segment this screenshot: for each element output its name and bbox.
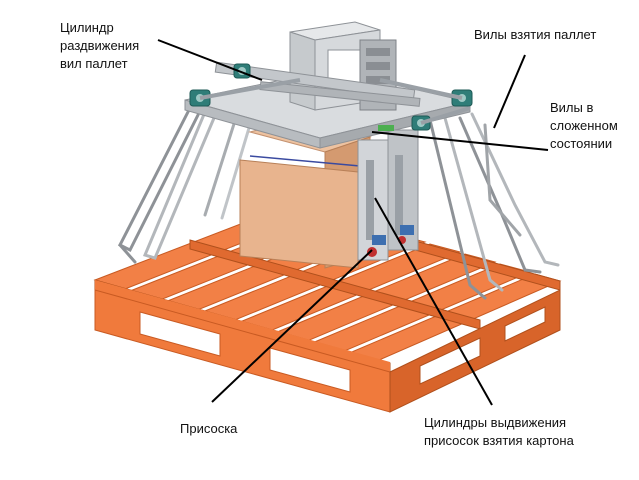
label-pallet-forks-line-1: Вилы взятия паллет [474,27,597,42]
vertical-cylinders [357,129,419,261]
top-frame [184,21,473,149]
leader-cylinders-extend [374,197,493,406]
leader-suction-cup [211,249,373,403]
label-suction-cup: Присоска [180,420,237,438]
label-cylinders-extend-line-2: присосок взятия картона [424,433,574,448]
label-cylinder-spread-line-1: Цилиндр [60,20,114,35]
suction-cup-icon [367,247,377,257]
leader-forks-folded [371,131,549,151]
label-cylinder-spread-line-3: вил паллет [60,56,128,71]
leader-lines [157,39,549,406]
leader-cylinder-spread [157,39,263,81]
label-cylinder-spread-line-2: раздвижения [60,38,140,53]
label-forks-folded-line-1: Вилы в [550,100,594,115]
label-cylinder-spread: Цилиндр раздвижения вил паллет [60,19,139,73]
label-suction-cup-line-1: Присоска [180,421,238,436]
label-cylinders-extend: Цилиндры выдвижения присосок взятия карт… [424,414,574,450]
label-forks-folded-line-2: сложенном [550,118,618,133]
label-forks-folded-line-3: состоянии [550,136,613,151]
label-forks-folded: Вилы в сложенном состоянии [550,99,618,153]
label-cylinders-extend-line-1: Цилиндры выдвижения [424,415,567,430]
pallet-front-face [94,280,561,413]
label-pallet-forks: Вилы взятия паллет [474,26,596,44]
leader-pallet-forks [493,54,526,129]
